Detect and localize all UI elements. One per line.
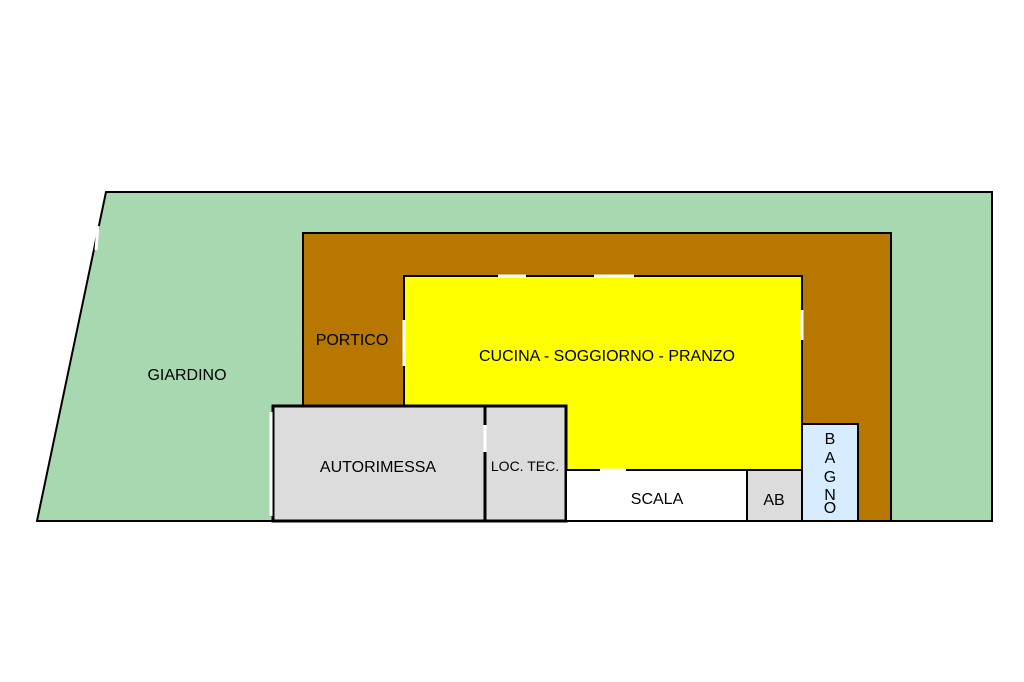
label-giardino: GIARDINO [147,367,226,384]
loc-tec-area [483,404,568,523]
label-scala: SCALA [631,491,684,508]
label-cucina: CUCINA - SOGGIORNO - PRANZO [479,348,735,365]
label-portico: PORTICO [316,332,389,349]
label-autorimessa: AUTORIMESSA [320,459,437,476]
label-bagno-letter: A [825,450,836,467]
ab-area [746,469,803,522]
wall-openings [94,225,804,516]
label-loc-tec: LOC. TEC. [491,458,559,474]
label-bagno-letter: N [824,487,836,504]
scala-area [565,469,748,522]
label-bagno-letter: O [824,500,836,517]
autorimessa-area [271,404,487,523]
bagno-area [801,423,859,522]
label-ab: AB [763,492,784,509]
label-bagno-letter: B [825,431,836,448]
label-bagno-letter: G [824,469,836,486]
